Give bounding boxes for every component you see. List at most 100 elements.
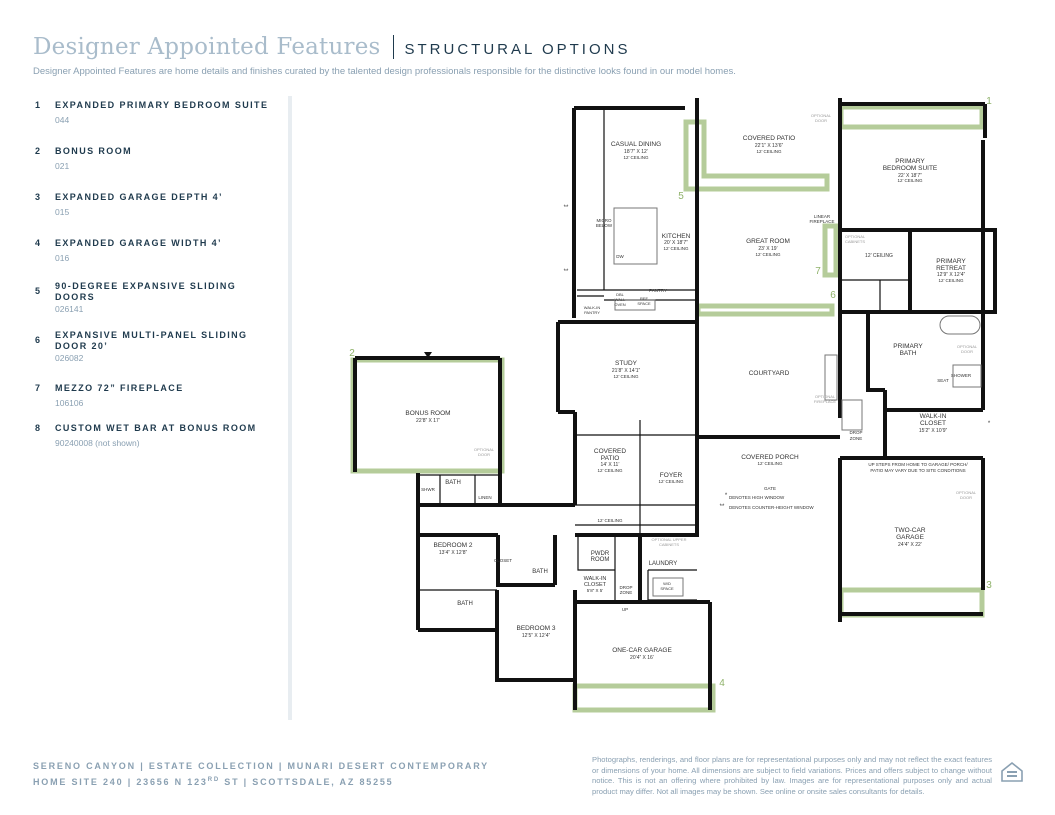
room-label: PRIMARY bbox=[936, 258, 966, 265]
fixture-label: MICRO bbox=[597, 218, 612, 223]
room-dimensions: 22’ X 18’7” bbox=[898, 173, 922, 179]
room-label: FOYER bbox=[660, 472, 683, 479]
feature-name: EXPANDED GARAGE WIDTH 4’ bbox=[55, 238, 222, 248]
legend-text: DENOTES COUNTER-HEIGHT WINDOW bbox=[729, 505, 814, 510]
feature-code: 026082 bbox=[55, 353, 84, 363]
option-marker: 4 bbox=[719, 678, 725, 689]
fixture-label: CABINETS bbox=[659, 542, 679, 547]
room-label: LINEN bbox=[478, 495, 491, 500]
fixture-label: DW bbox=[616, 254, 624, 259]
fixture-label: OVEN bbox=[614, 302, 625, 307]
fixture-label: SPACE bbox=[660, 586, 674, 591]
room-label: COVERED PORCH bbox=[741, 454, 799, 461]
feature-code: 044 bbox=[55, 115, 70, 125]
feature-name: 90-DEGREE EXPANSIVE SLIDING DOORS bbox=[55, 281, 237, 302]
option-marker: 5 bbox=[678, 191, 684, 202]
feature-name: EXPANDED GARAGE DEPTH 4’ bbox=[55, 192, 223, 202]
room-label: BATH bbox=[457, 601, 473, 607]
room-label: GREAT ROOM bbox=[746, 238, 790, 245]
floor-plan: CASUAL DINING 18’7” X 12’ 12’ CEILING CO… bbox=[349, 96, 997, 713]
address-line: HOME SITE 240 | 23656 N 123RD ST | SCOTT… bbox=[33, 777, 394, 787]
feature-number: 2 bbox=[35, 146, 41, 156]
page-subtitle: STRUCTURAL OPTIONS bbox=[404, 41, 631, 58]
room-label: DROP bbox=[849, 430, 862, 435]
feature-number: 6 bbox=[35, 335, 41, 345]
room-label: LAUNDRY bbox=[649, 561, 678, 567]
room-label: BEDROOM 2 bbox=[433, 542, 472, 549]
room-label: PRIMARY bbox=[895, 158, 925, 165]
feature-number: 3 bbox=[35, 192, 41, 202]
option-marker: 1 bbox=[986, 96, 992, 107]
room-dimensions: 12’9” X 12’4” bbox=[937, 272, 966, 278]
fixture-label: WALL bbox=[615, 297, 627, 302]
feature-code: 106106 bbox=[55, 398, 84, 408]
room-label: PANTRY bbox=[584, 310, 600, 315]
room-label: KITCHEN bbox=[662, 233, 691, 240]
room-label: RETREAT bbox=[936, 265, 966, 272]
fixture-label: DOOR bbox=[960, 495, 972, 500]
feature-number: 4 bbox=[35, 238, 41, 248]
fixture-label: FIREPLACE bbox=[809, 219, 834, 224]
room-ceiling: 12’ CEILING bbox=[897, 178, 923, 183]
room-dimensions: 13’4” X 12’8” bbox=[439, 550, 468, 556]
fixture-label: OPTIONAL UPPER bbox=[652, 537, 687, 542]
room-dimensions: 22’8” X 17’ bbox=[416, 418, 440, 424]
room-dimensions: 24’4” X 22’ bbox=[898, 542, 922, 548]
fixture-label: BELOW bbox=[596, 223, 613, 228]
room-dimensions: 15’2” X 10’9” bbox=[919, 428, 948, 434]
room-label: COURTYARD bbox=[749, 370, 790, 377]
room-ceiling: 12’ CEILING bbox=[613, 374, 639, 379]
legend-marker: ** bbox=[720, 504, 725, 510]
room-label: DROP bbox=[619, 585, 632, 590]
fixtures bbox=[613, 207, 982, 597]
room-label: GARAGE bbox=[896, 534, 924, 541]
room-label: STUDY bbox=[615, 360, 638, 367]
room-label: WALK-IN bbox=[584, 576, 607, 582]
fixture-label: OPTIONAL bbox=[845, 234, 866, 239]
room-ceiling: 12’ CEILING bbox=[865, 253, 893, 259]
room-label: BEDROOM SUITE bbox=[883, 165, 938, 172]
disclaimer: Photographs, renderings, and floor plans… bbox=[592, 755, 992, 796]
fixture-label: OPTIONAL bbox=[956, 490, 977, 495]
room-label: PATIO bbox=[601, 455, 620, 462]
room-label: PWDR bbox=[591, 551, 610, 557]
fixture-label: OPTIONAL bbox=[957, 344, 978, 349]
room-ceiling: 12’ CEILING bbox=[938, 278, 964, 283]
note: PATIO MAY VARY DUE TO SITE CONDITIONS bbox=[870, 468, 965, 473]
fixture-label: SHOWER bbox=[951, 373, 972, 378]
fixture-label: DBL bbox=[616, 292, 625, 297]
room-label: WALK-IN bbox=[920, 413, 947, 420]
window-marker: * bbox=[988, 421, 991, 427]
window-marker: ** bbox=[564, 269, 569, 275]
room-label: PRIMARY bbox=[893, 343, 923, 350]
room-label: BONUS ROOM bbox=[405, 410, 450, 417]
fixture-label: SHWR bbox=[421, 487, 435, 492]
room-dimensions: 18’7” X 12’ bbox=[624, 149, 648, 155]
room-label: CLOSET bbox=[584, 582, 607, 588]
room-dimensions: 14’ X 11’ bbox=[601, 462, 620, 468]
room-label: CASUAL DINING bbox=[611, 141, 661, 148]
feature-number: 1 bbox=[35, 100, 41, 110]
feature-name: CUSTOM WET BAR AT BONUS ROOM bbox=[55, 423, 257, 433]
option-marker: 6 bbox=[830, 290, 836, 301]
room-label: BATH bbox=[532, 569, 548, 575]
feature-code: 90240008 (not shown) bbox=[55, 438, 140, 448]
walls bbox=[353, 98, 997, 710]
fixture-label: OPTIONAL bbox=[474, 447, 495, 452]
fixture-label: DOOR bbox=[815, 118, 827, 123]
feature-code: 026141 bbox=[55, 304, 84, 314]
room-ceiling: 12’ CEILING bbox=[658, 479, 684, 484]
fixture-label: REF bbox=[640, 296, 649, 301]
room-label: WALK-IN bbox=[584, 305, 601, 310]
page-header: Designer Appointed Features STRUCTURAL O… bbox=[33, 34, 630, 60]
note: UP STEPS FROM HOME TO GARAGE/ PORCH/ bbox=[868, 462, 968, 467]
room-label: ZONE bbox=[620, 590, 633, 595]
highlight-garage-depth bbox=[838, 587, 985, 618]
feature-name: BONUS ROOM bbox=[55, 146, 132, 156]
room-label: TWO-CAR bbox=[894, 527, 925, 534]
room-dimensions: 22’1” X 13’6” bbox=[755, 143, 784, 149]
feature-name: EXPANDED PRIMARY BEDROOM SUITE bbox=[55, 100, 269, 110]
option-marker: 7 bbox=[815, 266, 821, 277]
highlight-sliding-door-20 bbox=[695, 303, 835, 317]
room-ceiling: 12’ CEILING bbox=[597, 468, 623, 473]
